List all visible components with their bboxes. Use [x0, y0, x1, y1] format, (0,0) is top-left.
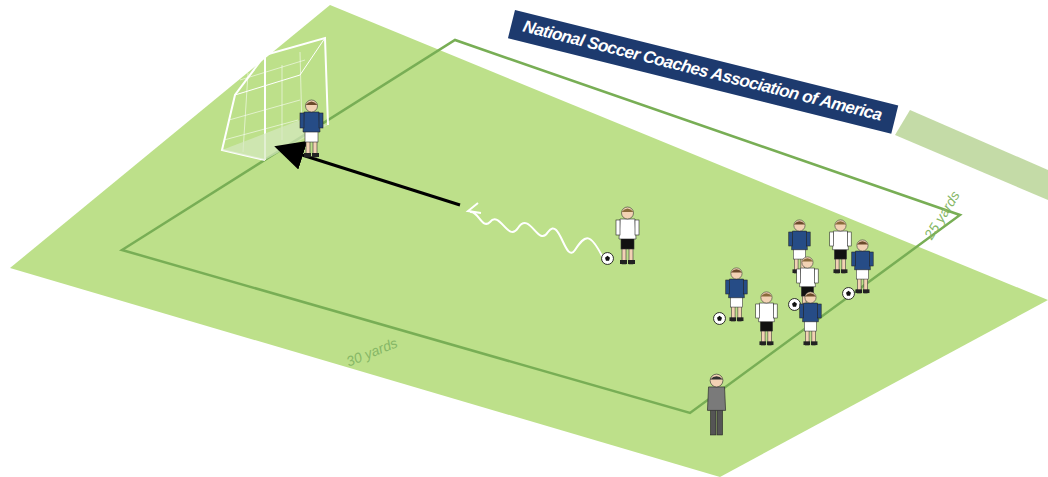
goalkeeper [300, 100, 323, 157]
ball [714, 313, 726, 325]
waiting-player [852, 240, 873, 293]
coach [707, 374, 725, 435]
goal [222, 38, 328, 160]
waiting-player [830, 220, 851, 273]
banner-shadow [895, 110, 1048, 200]
waiting-player [800, 292, 821, 345]
ball [602, 253, 614, 265]
ball [789, 299, 801, 311]
waiting-player [726, 268, 747, 321]
dribbling-player [616, 207, 639, 264]
ball [843, 288, 855, 300]
dribble-path [470, 212, 605, 262]
dribble-arrowhead [468, 203, 481, 213]
waiting-player [756, 292, 777, 345]
grass-field [10, 5, 1048, 477]
